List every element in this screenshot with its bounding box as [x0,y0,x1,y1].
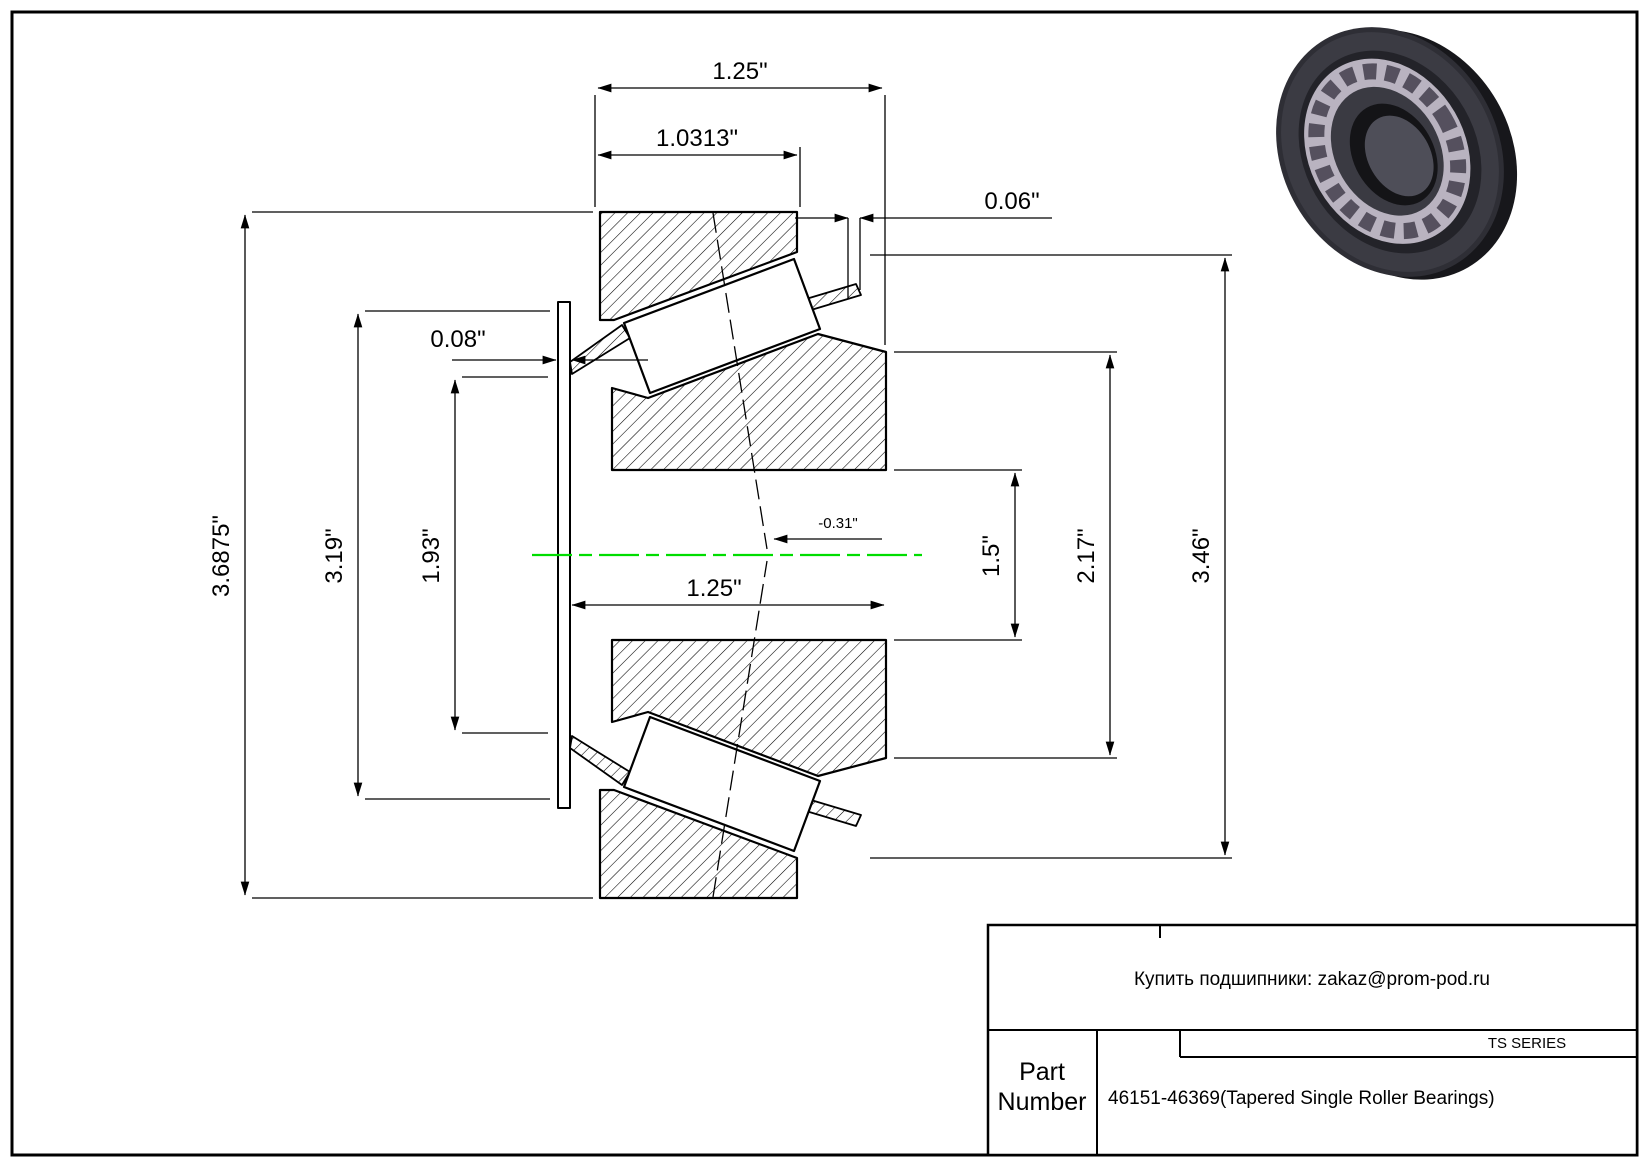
dim-cone-back-od-label: 2.17" [1073,528,1100,583]
dim-cup-od-label: 3.46" [1188,528,1215,583]
dim-rib-od [450,376,548,734]
lower-roller [622,715,822,853]
dim-rib-od-label: 1.93" [418,528,445,583]
dim-cone-width-label: 1.25" [686,575,741,602]
series-label: TS SERIES [1488,1035,1566,1052]
upper-cone-section [610,332,888,472]
bearing-cross-section [532,210,922,900]
dim-bore-label: 1.5" [978,535,1005,577]
dim-flange-od-label: 3.6875" [208,515,235,597]
bearing-3d-image [1276,27,1518,280]
title-block: Купить подшипники: zakaz@prom-pod.ru TS … [986,923,1639,1157]
upper-cup-section [598,210,799,322]
dim-standoff-right-label: 0.06" [984,188,1039,215]
dim-bore [894,469,1022,641]
dimension-graphics [240,83,1232,899]
dim-cone-back-od [894,351,1117,759]
part-number-text: 46151-46369(Tapered Single Roller Bearin… [1108,1088,1495,1109]
dim-standoff-right [795,213,1052,298]
upper-roller-axis-line [712,212,768,550]
dim-cage-od [353,310,550,800]
bearing-3d-rollers [1308,63,1467,240]
dim-flange-od [240,211,593,899]
page-border [10,10,1639,1157]
contact-text: Купить подшипники: zakaz@prom-pod.ru [1134,969,1490,990]
lower-cone-section [610,638,888,778]
upper-cage-arm-left [569,324,631,375]
dim-total-width-top [594,83,886,345]
dim-cup-width-label: 1.0313" [656,125,738,152]
dim-effective-center-label: -0.31" [818,515,858,532]
dim-cup-width [597,147,801,207]
dim-cage-od-label: 3.19" [321,528,348,583]
upper-roller [622,257,822,395]
lower-cup-section [598,788,799,900]
lower-roller-axis-line [712,560,768,898]
dim-standoff-left-label: 0.08" [430,326,485,353]
dimension-labels: 1.25" 1.0313" 0.06" 0.08" -0.31" 1.25" 3… [208,58,1215,602]
dim-total-width-top-label: 1.25" [712,58,767,85]
part-label-line2: Number [998,1088,1087,1116]
part-label-line1: Part [1019,1058,1065,1086]
dim-cup-od [870,254,1232,859]
lower-cage-arm-left [569,735,631,786]
